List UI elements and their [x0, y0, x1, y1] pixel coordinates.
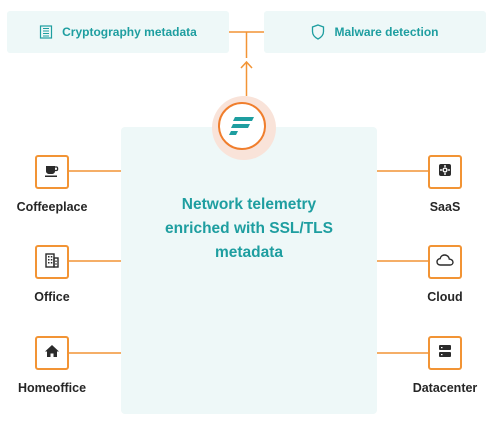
server-icon [437, 343, 453, 364]
office-building-icon [44, 252, 60, 273]
cloud-label: Cloud [427, 290, 463, 304]
coffeeplace-icon-box [35, 155, 69, 189]
document-grid-icon [39, 25, 53, 39]
homeoffice-icon-box [35, 336, 69, 370]
homeoffice-label: Homeoffice [17, 381, 87, 395]
arrow-head [240, 60, 253, 69]
coffeeplace-label: Coffeeplace [16, 200, 88, 214]
center-title: Network telemetry enriched with SSL/TLS … [121, 193, 377, 265]
house-icon [44, 343, 60, 364]
saas-icon-box [428, 155, 462, 189]
datacenter-icon-box [428, 336, 462, 370]
cloud-icon-box [428, 245, 462, 279]
flowmon-logo-icon [218, 102, 266, 150]
center-title-line-1: Network telemetry [181, 196, 317, 213]
cryptography-metadata-box: Cryptography metadata [7, 11, 229, 53]
center-title-line-3: metadata [214, 244, 284, 261]
coffee-cup-icon [44, 162, 60, 183]
center-title-line-2: enriched with SSL/TLS [165, 220, 333, 237]
cloud-icon [436, 253, 454, 272]
center-panel [121, 127, 377, 414]
chip-icon [437, 162, 453, 183]
datacenter-label: Datacenter [412, 381, 478, 395]
malware-detection-box: Malware detection [264, 11, 486, 53]
cryptography-metadata-label: Cryptography metadata [62, 25, 197, 39]
saas-label: SaaS [429, 200, 461, 214]
office-icon-box [35, 245, 69, 279]
malware-detection-label: Malware detection [334, 25, 439, 39]
shield-icon [311, 24, 325, 40]
office-label: Office [34, 290, 70, 304]
